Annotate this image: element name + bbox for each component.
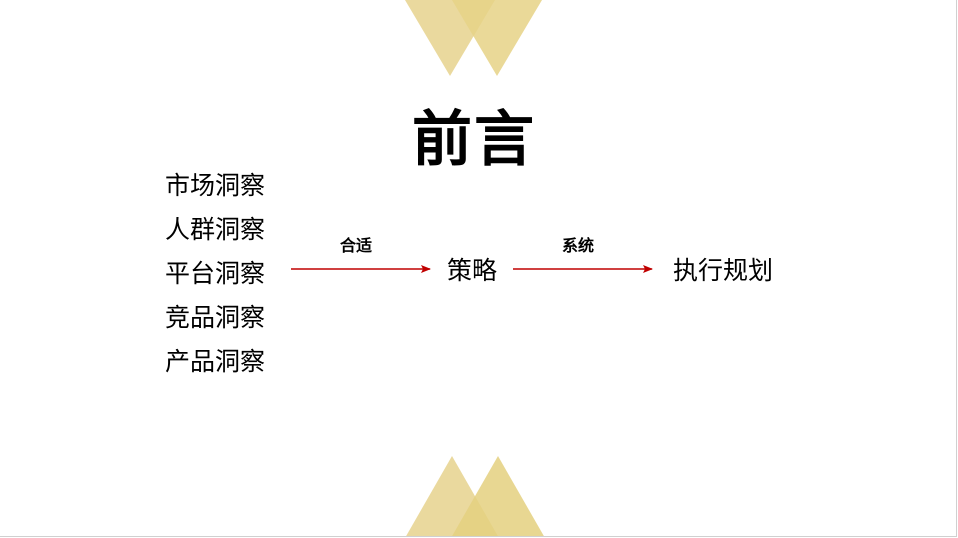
insight-item: 人群洞察 [165, 215, 266, 244]
insight-item: 市场洞察 [165, 171, 266, 200]
insight-item: 产品洞察 [165, 347, 266, 376]
insight-item: 竞品洞察 [165, 303, 266, 332]
insight-list: 市场洞察 人群洞察 平台洞察 竞品洞察 产品洞察 [165, 164, 265, 384]
arrow-label-system: 系统 [562, 236, 595, 255]
page-title: 前言 [412, 105, 536, 175]
insight-item: 平台洞察 [165, 259, 266, 288]
top-triangle-right [452, 0, 542, 76]
arrow-label-fit: 合适 [340, 236, 373, 255]
bottom-triangle-right [452, 456, 544, 536]
strategy-node: 策略 [447, 256, 498, 285]
execution-plan-node: 执行规划 [673, 256, 774, 285]
